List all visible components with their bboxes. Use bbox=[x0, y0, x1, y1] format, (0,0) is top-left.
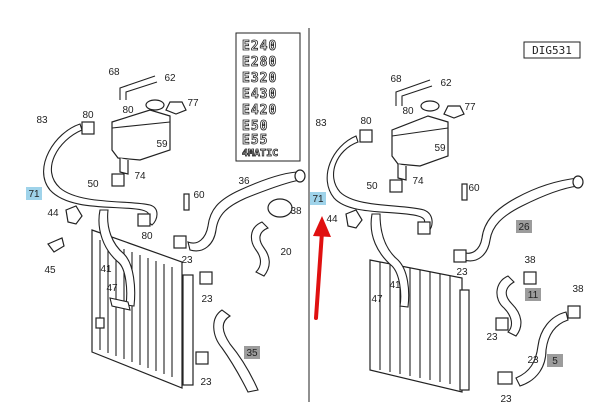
left-callout-62: 62 bbox=[164, 73, 176, 84]
variant-e240: E240 bbox=[242, 39, 277, 54]
right-callout-60: 60 bbox=[468, 183, 480, 194]
left-callout-74: 74 bbox=[134, 171, 146, 182]
variant-e320: E320 bbox=[242, 71, 277, 86]
right-callout-77: 77 bbox=[464, 102, 476, 113]
left-callout-68: 68 bbox=[108, 67, 120, 78]
right-callout-80: 80 bbox=[360, 116, 372, 127]
pointer-arrow bbox=[313, 216, 331, 320]
hose-11-right bbox=[496, 275, 522, 337]
left-highlight-71 bbox=[26, 187, 42, 200]
left-callout-41: 41 bbox=[100, 264, 112, 275]
right-callout-71: 71 bbox=[312, 194, 324, 205]
left-callout-83: 83 bbox=[36, 115, 48, 126]
right-highlight-26 bbox=[516, 220, 532, 233]
left-callout-45: 45 bbox=[44, 265, 56, 276]
variant-e430: E430 bbox=[242, 87, 277, 102]
variant-4matic: 4MATIC bbox=[242, 148, 278, 159]
left-callouts: 68 62 80 77 83 80 59 74 50 71 60 36 38 44 80 23 20 45 41 47… bbox=[26, 67, 302, 388]
right-callout-23: 23 bbox=[486, 332, 498, 343]
right-callout-41: 41 bbox=[389, 280, 401, 291]
left-callout-38: 38 bbox=[290, 206, 302, 217]
hose-41-left bbox=[98, 209, 136, 307]
right-highlight-5 bbox=[547, 354, 563, 367]
left-highlight-35 bbox=[244, 346, 260, 359]
hose-20-left bbox=[250, 221, 270, 277]
cap-77-left bbox=[165, 101, 187, 115]
hose-47-left bbox=[109, 297, 131, 311]
left-callout-60: 60 bbox=[193, 190, 205, 201]
left-callout-50: 50 bbox=[87, 179, 99, 190]
right-callout-26: 26 bbox=[518, 222, 530, 233]
right-callout-50: 50 bbox=[366, 181, 378, 192]
radiator-right bbox=[369, 259, 470, 393]
left-callout-71: 71 bbox=[28, 189, 40, 200]
right-callout-38: 38 bbox=[524, 255, 536, 266]
diagram-code-box bbox=[523, 41, 581, 59]
left-callout-36: 36 bbox=[238, 176, 250, 187]
right-callout-44: 44 bbox=[326, 214, 338, 225]
hose-5-right bbox=[515, 311, 569, 387]
right-highlight-11 bbox=[525, 288, 541, 301]
diagram-code: DIG531 bbox=[532, 44, 572, 57]
hose-35-left bbox=[213, 309, 259, 393]
variant-box bbox=[235, 32, 301, 162]
hose-41-right bbox=[370, 213, 410, 308]
right-callout-62: 62 bbox=[440, 78, 452, 89]
sensor-60-left bbox=[183, 193, 190, 211]
right-callout-5: 5 bbox=[552, 356, 558, 367]
right-highlight-71 bbox=[310, 192, 326, 205]
left-callout-23: 23 bbox=[201, 294, 213, 305]
vent-pipe-left bbox=[119, 75, 156, 100]
right-callout-23: 23 bbox=[527, 355, 539, 366]
right-callout-23: 23 bbox=[456, 267, 468, 278]
right-callout-59: 59 bbox=[434, 143, 446, 154]
right-callout-11: 11 bbox=[528, 290, 539, 301]
left-callout-44: 44 bbox=[47, 208, 59, 219]
hose-36-left bbox=[187, 171, 301, 252]
left-callout-77: 77 bbox=[187, 98, 199, 109]
left-callout-20: 20 bbox=[280, 247, 292, 258]
left-callout-80: 80 bbox=[82, 110, 94, 121]
right-callout-68: 68 bbox=[390, 74, 402, 85]
variant-e50: E50 bbox=[242, 119, 268, 134]
left-panel bbox=[43, 75, 306, 393]
right-callouts: 68 62 80 77 83 80 59 74 50 71 60 44 26 23 38 23 11 41 47 38… bbox=[310, 74, 584, 405]
clip-45-left bbox=[47, 237, 65, 253]
clamp-38-left bbox=[267, 198, 293, 218]
right-callout-38: 38 bbox=[572, 284, 584, 295]
bracket-44-left bbox=[65, 205, 83, 225]
right-callout-74: 74 bbox=[412, 176, 424, 187]
right-callout-80: 80 bbox=[402, 106, 414, 117]
left-callout-35: 35 bbox=[246, 348, 258, 359]
right-callout-47: 47 bbox=[371, 294, 383, 305]
left-callout-80: 80 bbox=[122, 105, 134, 116]
expansion-tank-left bbox=[111, 99, 171, 175]
right-callout-23: 23 bbox=[500, 394, 512, 405]
left-callout-23: 23 bbox=[181, 255, 193, 266]
left-callout-59: 59 bbox=[156, 139, 168, 150]
variant-e420: E420 bbox=[242, 103, 277, 118]
variant-e280: E280 bbox=[242, 55, 277, 70]
left-callout-47: 47 bbox=[106, 283, 118, 294]
right-callout-83: 83 bbox=[315, 118, 327, 129]
radiator-left bbox=[91, 229, 194, 389]
left-callout-80: 80 bbox=[141, 231, 153, 242]
right-panel bbox=[326, 41, 584, 393]
left-callout-23: 23 bbox=[200, 377, 212, 388]
expansion-tank-right bbox=[391, 100, 449, 181]
variant-e55: E55 bbox=[242, 133, 268, 148]
